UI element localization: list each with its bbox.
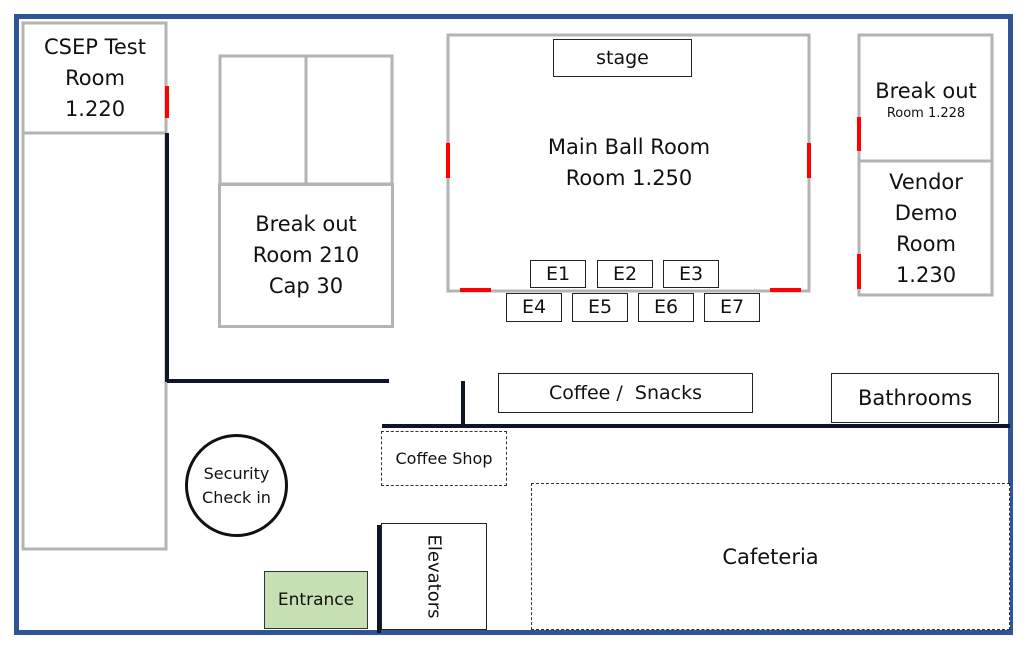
csep-room-line3: 1.220 (64, 96, 126, 121)
exhibit-e5-label: E5 (587, 296, 613, 318)
outer-border (14, 14, 1013, 635)
breakout-210-upper-right-wall (304, 54, 394, 186)
exhibit-e1: E1 (530, 260, 586, 288)
main-ballroom: Main Ball Room Room 1.250 (520, 130, 738, 196)
exhibit-e6: E6 (638, 293, 694, 322)
vendor-demo-line3: Room (896, 232, 956, 256)
vendor-demo-wall (857, 159, 994, 297)
coffee-shop-label: Coffee Shop (395, 449, 493, 468)
breakout-210-upper-left-wall (218, 54, 308, 186)
vendor-demo-line1: Vendor (889, 170, 963, 194)
coffee-shop: Coffee Shop (381, 431, 507, 486)
exhibit-e4: E4 (506, 293, 562, 322)
entrance-label: Entrance (277, 590, 355, 610)
breakout-210-line1: Break out (255, 212, 357, 236)
exhibit-e3-label: E3 (678, 262, 704, 285)
vendor-demo-line2: Demo (894, 201, 958, 225)
elevators: Elevators (381, 523, 487, 630)
exhibit-e1-label: E1 (545, 262, 571, 285)
vendor-demo-room: Vendor Demo Room 1.230 (862, 166, 990, 292)
west-corridor-wall (21, 131, 168, 551)
exhibit-e2-label: E2 (612, 262, 638, 285)
main-ballroom-line1: Main Ball Room (547, 135, 711, 159)
breakout-210-line3: Cap 30 (268, 274, 344, 298)
vendor-demo-line4: 1.230 (895, 263, 957, 287)
csep-room-line1: CSEP Test (44, 34, 146, 59)
breakout-210-line2: Room 210 (252, 243, 360, 267)
coffee-snacks-label: Coffee / Snacks (549, 382, 702, 404)
bathrooms-label: Bathrooms (857, 386, 973, 410)
breakout-room-1228: Break out Room 1.228 (862, 70, 990, 130)
coffee-snacks: Coffee / Snacks (498, 373, 753, 413)
exhibit-e2: E2 (597, 260, 653, 288)
exhibit-e6-label: E6 (653, 296, 679, 318)
exhibit-e7: E7 (704, 293, 760, 322)
main-ballroom-line2: Room 1.250 (565, 166, 693, 190)
entrance: Entrance (264, 571, 368, 629)
cafeteria-label: Cafeteria (722, 544, 819, 569)
breakout-1228-line1: Break out (875, 79, 977, 103)
security-line2: Check in (202, 487, 271, 507)
stage-label: stage (596, 47, 649, 69)
security-check-in: Security Check in (185, 434, 288, 537)
security-line1: Security (203, 463, 270, 483)
exhibit-e7-label: E7 (719, 296, 745, 318)
elevators-label: Elevators (423, 534, 445, 619)
csep-test-room: CSEP Test Room 1.220 (26, 26, 164, 130)
breakout-room-210: Break out Room 210 Cap 30 (218, 183, 394, 328)
bathrooms: Bathrooms (831, 373, 999, 423)
exhibit-e3: E3 (663, 260, 719, 288)
cafeteria: Cafeteria (531, 483, 1010, 630)
breakout-1228-line2: Room 1.228 (886, 106, 966, 121)
csep-room-line2: Room (65, 65, 125, 90)
exhibit-e4-label: E4 (521, 296, 547, 318)
stage: stage (553, 39, 692, 77)
exhibit-e5: E5 (572, 293, 628, 322)
